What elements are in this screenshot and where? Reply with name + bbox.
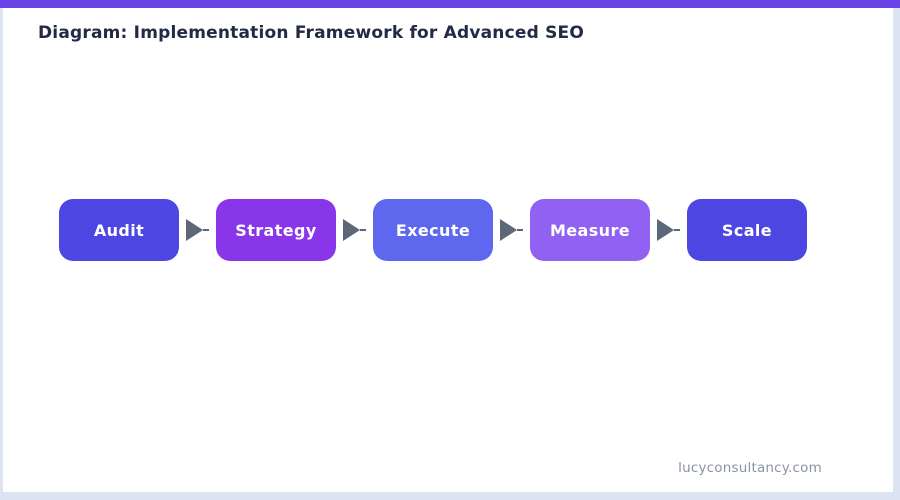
arrow-tail [517,229,523,231]
arrow-right-icon [657,219,674,241]
diagram-card: Diagram: Implementation Framework for Ad… [3,0,893,492]
footer-watermark: lucyconsultancy.com [678,460,822,476]
flow-step-measure: Measure [530,199,650,261]
flow-step-label: Audit [93,220,145,240]
flow-step-label: Execute [395,220,471,240]
arrow-tail [674,229,680,231]
flow-step-label: Strategy [235,220,317,240]
arrow-right-icon [186,219,203,241]
flow-arrow [336,219,373,241]
process-flow: Audit Strategy Execute Measure S [59,199,807,261]
arrow-right-icon [343,219,360,241]
arrow-tail [203,229,209,231]
flow-step-audit: Audit [59,199,179,261]
flow-step-scale: Scale [687,199,807,261]
flow-step-strategy: Strategy [216,199,336,261]
flow-arrow [179,219,216,241]
flow-arrow [493,219,530,241]
flow-step-label: Scale [721,220,773,240]
arrow-right-icon [500,219,517,241]
flow-step-execute: Execute [373,199,493,261]
flow-arrow [650,219,687,241]
flow-step-label: Measure [549,220,631,240]
top-accent-bar [0,0,900,8]
arrow-tail [360,229,366,231]
page-title: Diagram: Implementation Framework for Ad… [38,23,585,43]
